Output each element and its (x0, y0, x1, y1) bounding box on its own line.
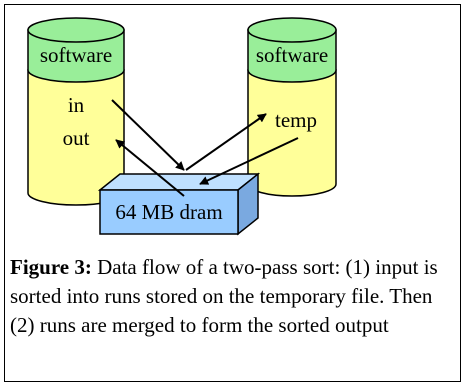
left-cylinder-cap (27, 29, 125, 83)
data-flow-diagram: software in out software temp 64 MB dram (27, 17, 337, 236)
left-cylinder-software-label: software (40, 43, 112, 67)
right-cylinder-cap (247, 29, 337, 83)
right-cylinder-top (247, 17, 337, 43)
left-cylinder: software in out (27, 17, 125, 206)
figure-caption: Figure 3: Data flow of a two-pass sort: … (10, 253, 450, 340)
right-cylinder-temp-label: temp (275, 108, 317, 132)
arrow-temp-to-dram (199, 137, 299, 185)
figure-caption-label: Figure 3: (10, 255, 92, 279)
left-cylinder-top (27, 17, 125, 43)
dram-box-top (97, 173, 261, 191)
arrow-dram-to-output (115, 139, 185, 197)
dram-box-label: 64 MB dram (115, 200, 222, 224)
right-cylinder-body (247, 69, 337, 197)
right-cylinder-software-label: software (256, 43, 328, 67)
arrow-input-to-dram (111, 99, 185, 171)
right-cylinder: software temp (247, 17, 337, 197)
left-cylinder-in-label: in (68, 93, 85, 117)
figure-caption-text: Data flow of a two-pass sort: (1) input … (10, 255, 438, 337)
dram-box-front (99, 189, 239, 235)
arrow-dram-to-temp (185, 113, 267, 171)
dram-box: 64 MB dram (97, 172, 261, 236)
flow-arrows (111, 99, 299, 197)
left-cylinder-out-label: out (63, 126, 90, 150)
